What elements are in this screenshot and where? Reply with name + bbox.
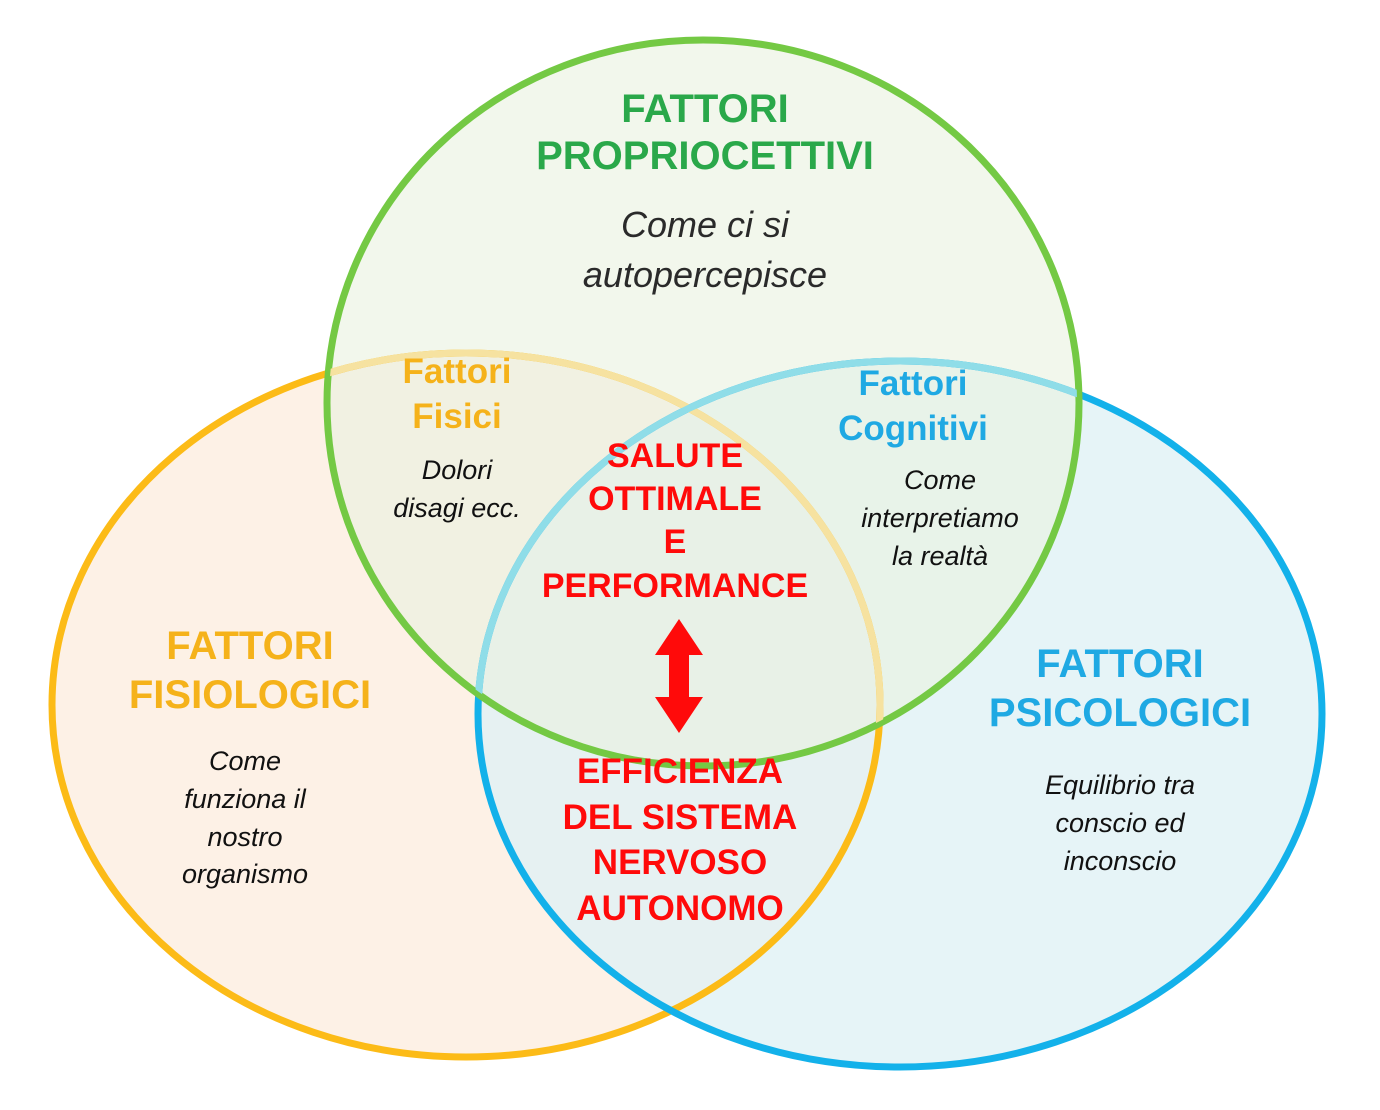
cognitive-title-line: Cognitivi (838, 408, 988, 448)
proprioceptive-circle-outline (323, 36, 1083, 770)
center-top-line: E (663, 523, 687, 562)
physiological-title-line: FATTORI (166, 624, 334, 668)
psychological-description-line: inconscio (1063, 845, 1177, 876)
center-bottom-line: AUTONOMO (576, 888, 784, 928)
physiological-description-line: Come (208, 746, 282, 776)
physical-title-line: Fattori (402, 352, 512, 391)
cognitive-description-line: Come (903, 465, 977, 495)
psychological-title-line: PSICOLOGICI (988, 690, 1252, 735)
center-bottom-line: EFFICIENZA (576, 752, 784, 791)
double-headed-vertical-arrow-icon (655, 619, 703, 733)
proprioceptive-description: Come ci si autopercepisce (500, 200, 910, 301)
physiological-description-line: organismo (181, 859, 309, 890)
physical-title: Fattori Fisici (357, 350, 557, 440)
cognitive-description-line: interpretiamo (861, 502, 1019, 533)
cognitive-description-line: la realtà (891, 540, 989, 571)
psychological-description-line: conscio ed (1055, 807, 1185, 838)
physiological-description-line: nostro (207, 821, 283, 852)
cognitive-title-line: Fattori (858, 364, 968, 403)
psychological-title-line: FATTORI (1036, 642, 1204, 686)
proprioceptive-description-line: Come ci si (620, 204, 790, 245)
proprioceptive-title-line: FATTORI (621, 87, 789, 131)
proprioceptive-title: FATTORI PROPRIOCETTIVI (500, 86, 910, 180)
psychological-description-line: Equilibrio tra (1044, 770, 1196, 800)
physical-description: Dolori disagi ecc. (357, 452, 557, 528)
center-top-line: OTTIMALE (588, 480, 762, 519)
center-bottom-label: EFFICIENZA DEL SISTEMA NERVOSO AUTONOMO (480, 749, 880, 931)
center-bottom-line: NERVOSO (592, 843, 768, 882)
physiological-arc-inside-green (329, 349, 884, 764)
physiological-title: FATTORI FISIOLOGICI (80, 622, 420, 720)
physical-description-line: disagi ecc. (393, 492, 521, 523)
cognitive-description: Come interpretiamo la realtà (830, 462, 1050, 575)
cognitive-title: Fattori Cognitivi (793, 362, 1033, 452)
physical-title-line: Fisici (412, 396, 502, 436)
psychological-description: Equilibrio tra conscio ed inconscio (995, 767, 1245, 880)
center-bottom-line: DEL SISTEMA (562, 797, 798, 837)
physiological-description: Come funziona il nostro organismo (120, 743, 370, 894)
psychological-title: FATTORI PSICOLOGICI (940, 640, 1300, 738)
physiological-title-line: FISIOLOGICI (128, 672, 372, 717)
physical-description-line: Dolori (421, 455, 493, 485)
center-top-label: SALUTE OTTIMALE E PERFORMANCE (480, 435, 870, 608)
proprioceptive-description-line: autopercepisce (582, 254, 828, 296)
center-top-line: PERFORMANCE (541, 566, 809, 605)
physiological-description-line: funziona il (184, 783, 306, 814)
proprioceptive-title-line: PROPRIOCETTIVI (536, 134, 874, 179)
center-top-line: SALUTE (607, 437, 743, 475)
